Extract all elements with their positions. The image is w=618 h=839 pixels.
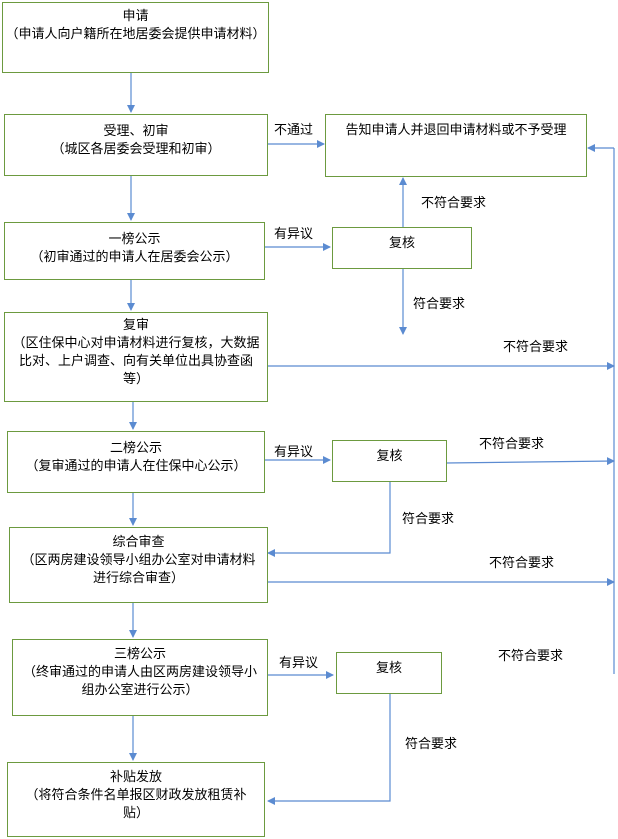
label-objection-2: 有异议 (274, 445, 314, 460)
box-comprehensive-review-title: 综合审查 (112, 535, 165, 550)
box-first-publicity: 一榜公示 （初审通过的申请人在居委会公示） (4, 222, 265, 280)
label-meet-recheck1: 符合要求 (413, 297, 466, 312)
box-initial-review-title: 受理、初审 (103, 124, 169, 139)
box-recheck-1: 复核 (332, 227, 472, 269)
box-re-review: 复审 （区住保中心对申请材料进行复核，大数据比对、上户调查、向有关单位出具协查函… (4, 312, 268, 402)
box-re-review-title: 复审 (122, 318, 149, 333)
box-first-publicity-desc: （初审通过的申请人在居委会公示） (30, 250, 239, 265)
box-initial-review: 受理、初审 （城区各居委会受理和初审） (4, 114, 268, 176)
box-recheck-3-title: 复核 (375, 661, 402, 676)
box-second-publicity-title: 二榜公示 (109, 441, 162, 456)
box-third-publicity-desc: （终审通过的申请人由区两房建设领导小组办公室进行公示） (23, 665, 258, 698)
label-meet-recheck3: 符合要求 (405, 737, 458, 752)
box-comprehensive-review: 综合审查 （区两房建设领导小组办公室对申请材料进行综合审查） (9, 527, 268, 603)
box-reject-title: 告知申请人并退回申请材料或不予受理 (345, 123, 567, 138)
box-recheck-1-title: 复核 (388, 236, 415, 251)
label-not-meet-recheck1: 不符合要求 (421, 196, 487, 211)
arrow-recheck3-to-subsidy (267, 694, 391, 805)
box-recheck-3: 复核 (336, 652, 442, 694)
box-re-review-desc: （区住保中心对申请材料进行复核，大数据比对、上户调查、向有关单位出具协查函等） (12, 336, 260, 387)
box-subsidy: 补贴发放 （将符合条件名单报区财政发放租赁补贴） (7, 762, 265, 837)
label-not-meet-comprehensive: 不符合要求 (489, 556, 555, 571)
box-subsidy-title: 补贴发放 (109, 770, 162, 785)
box-third-publicity: 三榜公示 （终审通过的申请人由区两房建设领导小组办公室进行公示） (12, 639, 268, 716)
box-comprehensive-review-desc: （区两房建设领导小组办公室对申请材料进行综合审查） (21, 553, 256, 586)
label-not-meet-recheck3: 不符合要求 (498, 649, 564, 664)
label-objection-3: 有异议 (279, 656, 319, 671)
box-second-publicity: 二榜公示 （复审通过的申请人在住保中心公示） (7, 431, 265, 493)
box-recheck-2: 复核 (332, 440, 447, 482)
box-apply: 申请 （申请人向户籍所在地居委会提供申请材料） (2, 2, 269, 73)
box-apply-title: 申请 (122, 9, 149, 24)
box-reject: 告知申请人并退回申请材料或不予受理 (325, 114, 587, 177)
box-initial-review-desc: （城区各居委会受理和初审） (51, 142, 221, 157)
label-not-meet-re-review: 不符合要求 (503, 340, 569, 355)
arrow-recheck2-to-comprehensive (267, 482, 391, 557)
label-meet-recheck2: 符合要求 (402, 512, 455, 527)
arrow-recheck2-to-return (445, 457, 615, 466)
label-not-meet-recheck2: 不符合要求 (479, 437, 545, 452)
label-objection-1: 有异议 (274, 227, 314, 242)
box-subsidy-desc: （将符合条件名单报区财政发放租赁补贴） (25, 788, 247, 821)
box-apply-desc: （申请人向户籍所在地居委会提供申请材料） (5, 27, 266, 42)
box-first-publicity-title: 一榜公示 (108, 232, 161, 247)
box-recheck-2-title: 复核 (376, 449, 403, 464)
label-not-passed: 不通过 (274, 123, 314, 138)
box-third-publicity-title: 三榜公示 (113, 647, 166, 662)
box-second-publicity-desc: （复审通过的申请人在住保中心公示） (25, 459, 247, 474)
